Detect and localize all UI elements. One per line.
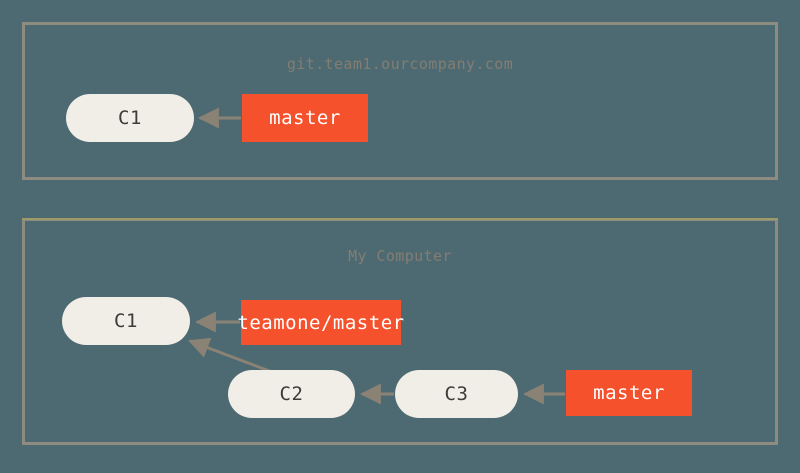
commit-node-c1-local[interactable]: C1 [62, 297, 190, 345]
branch-label-teamone-master[interactable]: teamone/master [237, 300, 404, 345]
panel-remote-server: git.team1.ourcompany.com [22, 22, 778, 180]
panel-my-computer: My Computer [22, 218, 778, 445]
branch-label-master-remote[interactable]: master [242, 94, 368, 142]
panel-remote-title: git.team1.ourcompany.com [286, 55, 514, 73]
commit-node-c2[interactable]: C2 [228, 370, 355, 418]
panel-local-title: My Computer [348, 247, 452, 265]
branch-label-master-local[interactable]: master [566, 370, 692, 416]
commit-node-c3[interactable]: C3 [395, 370, 518, 418]
commit-node-c1-remote[interactable]: C1 [66, 94, 194, 142]
